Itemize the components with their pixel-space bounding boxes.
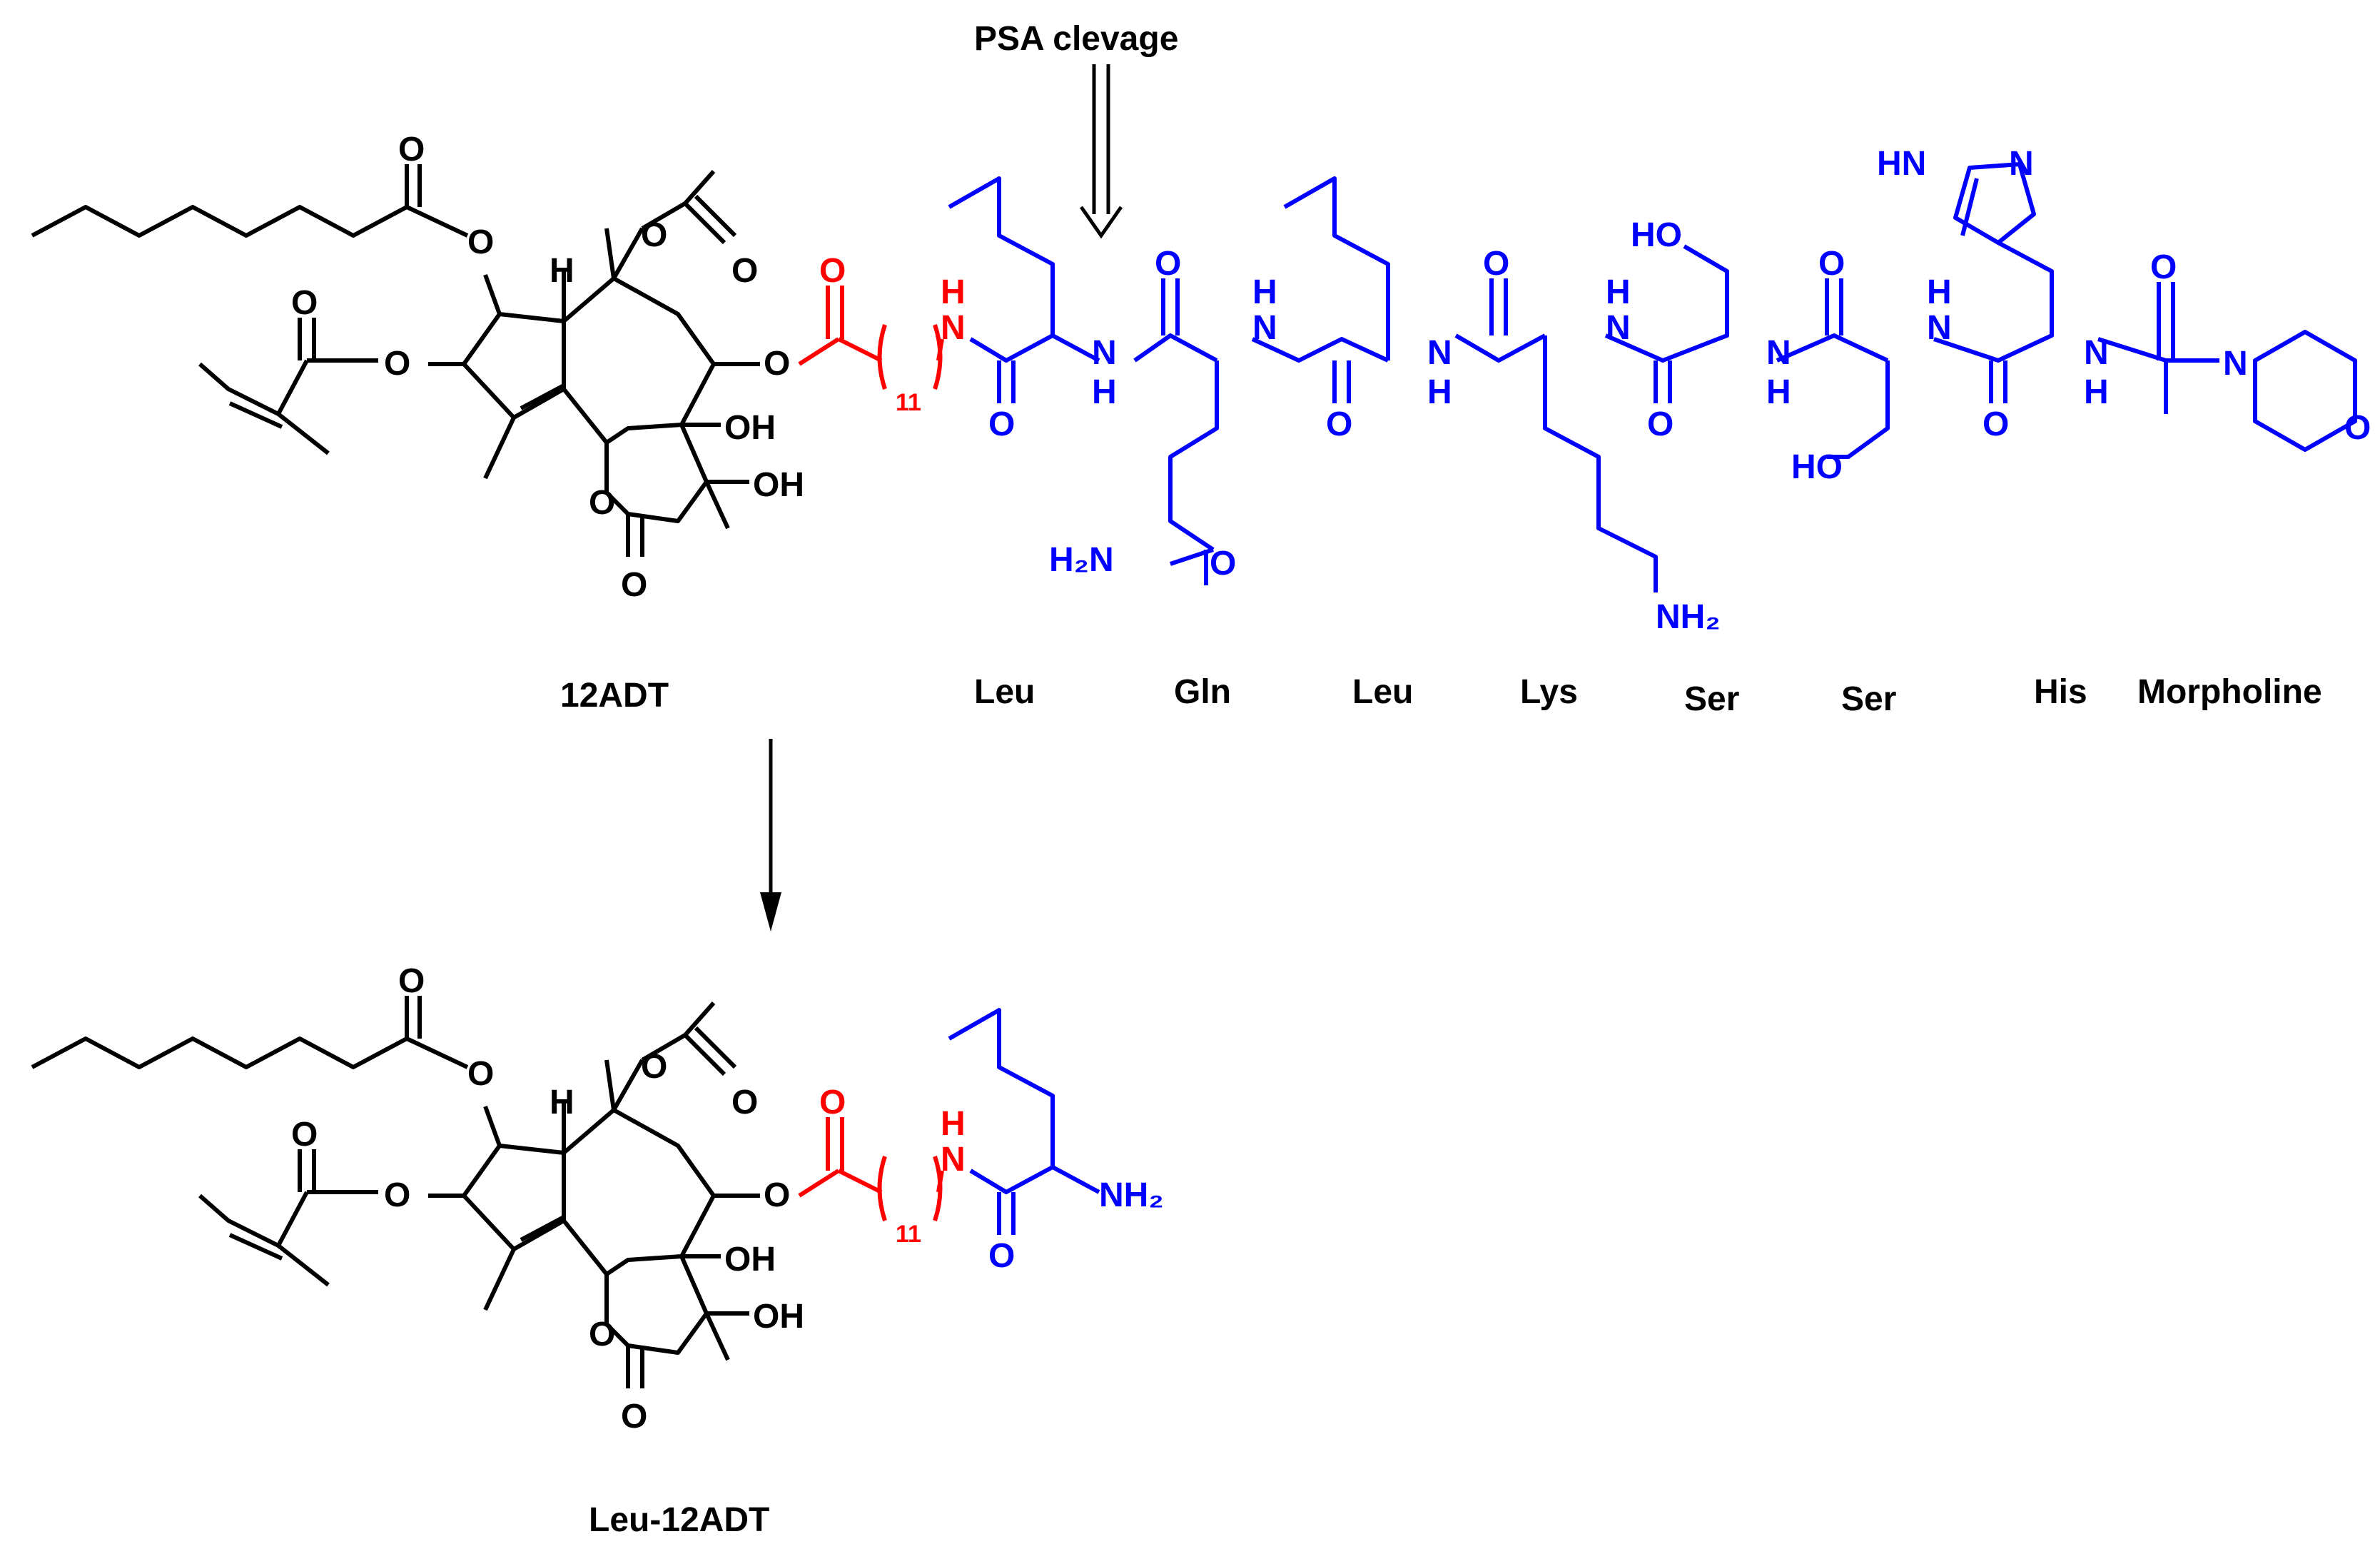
carbonyl-o: O (1647, 405, 1673, 443)
compound-label-bottom: Leu-12ADT (589, 1501, 769, 1539)
compound-label-top: 12ADT (560, 677, 669, 715)
hydroxyl: OH (753, 1298, 804, 1336)
amide-n: N (1927, 309, 1952, 347)
amide-h: H (1092, 373, 1117, 411)
carbonyl-o: O (1483, 245, 1509, 283)
acetate-o: O (641, 216, 667, 254)
lactone-o: O (589, 484, 615, 522)
carbonyl-o: O (291, 284, 318, 322)
ester-o: O (384, 345, 410, 383)
carbonyl-o: O (1326, 405, 1352, 443)
amide-h: H (1927, 273, 1952, 311)
carbonyl-o: O (398, 131, 425, 168)
terminal-amine: NH₂ (1099, 1176, 1164, 1214)
linker-bottom (798, 1117, 944, 1221)
amide-n: N (941, 1141, 966, 1179)
linker-carbonyl-o: O (819, 252, 846, 290)
leucine-bottom (948, 1008, 1100, 1235)
leucine-atoms-bottom: O NH₂ (988, 1176, 1164, 1275)
reaction-arrow-down-icon (760, 739, 781, 932)
morpholine-o: O (2344, 409, 2371, 447)
amide-h: H (1766, 373, 1791, 411)
ester-o: O (384, 1176, 410, 1214)
carbonyl-o: O (1983, 405, 2009, 443)
peptide-chain (948, 162, 2357, 592)
residue-labels: Leu Gln Leu Lys Ser Ser His Morpholine (974, 673, 2322, 718)
residue-ser-2: Ser (1841, 680, 1896, 718)
lactone-o: O (589, 1316, 615, 1353)
amide-h: H (1606, 273, 1631, 311)
carbonyl-o: O (1818, 245, 1845, 283)
amide-h: H (1252, 273, 1277, 311)
acetate-carbonyl-o: O (731, 252, 758, 290)
double-arrow-down-icon (1079, 64, 1123, 239)
lysine-amine: NH₂ (1656, 598, 1721, 636)
amide-n: N (1606, 309, 1631, 347)
core-skeleton-top (31, 164, 760, 557)
amide-n: N (2084, 334, 2109, 372)
carbonyl-o: O (1155, 245, 1181, 283)
amide-h: H (1427, 373, 1452, 411)
hydroxyl: HO (1791, 448, 1843, 486)
linker-carbonyl-o: O (819, 1084, 846, 1121)
linker-repeat: 11 (896, 1221, 921, 1248)
carbonyl-o: O (988, 1237, 1015, 1275)
imidazole-nh: HN (1877, 145, 1926, 183)
lactone-carbonyl-o: O (621, 566, 647, 604)
core-atoms-top: O O O O H O O O OH OH O O (291, 131, 804, 604)
cleavage-label: PSA clevage (974, 20, 1178, 58)
ester-o-linker: O (764, 1176, 790, 1214)
linker-repeat: 11 (896, 389, 921, 416)
ester-o-linker: O (764, 345, 790, 383)
amide-n: N (1092, 334, 1117, 372)
peptide-atoms: O N H O H N H₂N O O N H O H N NH₂ HO O N… (988, 145, 2371, 636)
residue-ser-1: Ser (1684, 680, 1739, 718)
amide-h: H (941, 273, 966, 311)
core-skeleton-bottom (31, 996, 760, 1388)
residue-leu-2: Leu (1352, 673, 1413, 711)
imidazole-n: N (2009, 145, 2034, 183)
h-label: H (550, 1084, 574, 1121)
carbonyl-o: O (291, 1116, 318, 1154)
morpholine-n: N (2223, 345, 2248, 383)
carbonyl-o: O (2150, 248, 2177, 286)
acetate-o: O (641, 1048, 667, 1086)
linker-atoms-top: O 11 H N (819, 252, 966, 416)
hydroxyl: OH (724, 409, 776, 447)
ester-o: O (467, 223, 494, 261)
amide-n: N (1766, 334, 1791, 372)
hydroxyl: HO (1631, 216, 1682, 254)
residue-morpholine: Morpholine (2137, 673, 2322, 711)
carbonyl-o: O (398, 962, 425, 1000)
linker-atoms-bottom: O 11 H N (819, 1084, 966, 1248)
hydroxyl: OH (724, 1241, 776, 1278)
linker-top (798, 286, 944, 390)
carbonyl-o: O (988, 405, 1015, 443)
amide-n: N (941, 309, 966, 347)
core-atoms-bottom: O O O O H O O O OH OH O O (291, 962, 804, 1436)
residue-leu-1: Leu (974, 673, 1035, 711)
amide-h: H (941, 1105, 966, 1143)
amide-h: H (2084, 373, 2109, 411)
residue-his: His (2034, 673, 2087, 711)
amide-n: N (1252, 309, 1277, 347)
h-label: H (550, 252, 574, 290)
amine: H₂N (1049, 541, 1114, 579)
hydroxyl: OH (753, 466, 804, 504)
ester-o: O (467, 1055, 494, 1093)
amide-carbonyl-o: O (1210, 545, 1236, 582)
acetate-carbonyl-o: O (731, 1084, 758, 1121)
residue-gln: Gln (1174, 673, 1231, 711)
lactone-carbonyl-o: O (621, 1398, 647, 1436)
amide-n: N (1427, 334, 1452, 372)
residue-lys: Lys (1520, 673, 1578, 711)
